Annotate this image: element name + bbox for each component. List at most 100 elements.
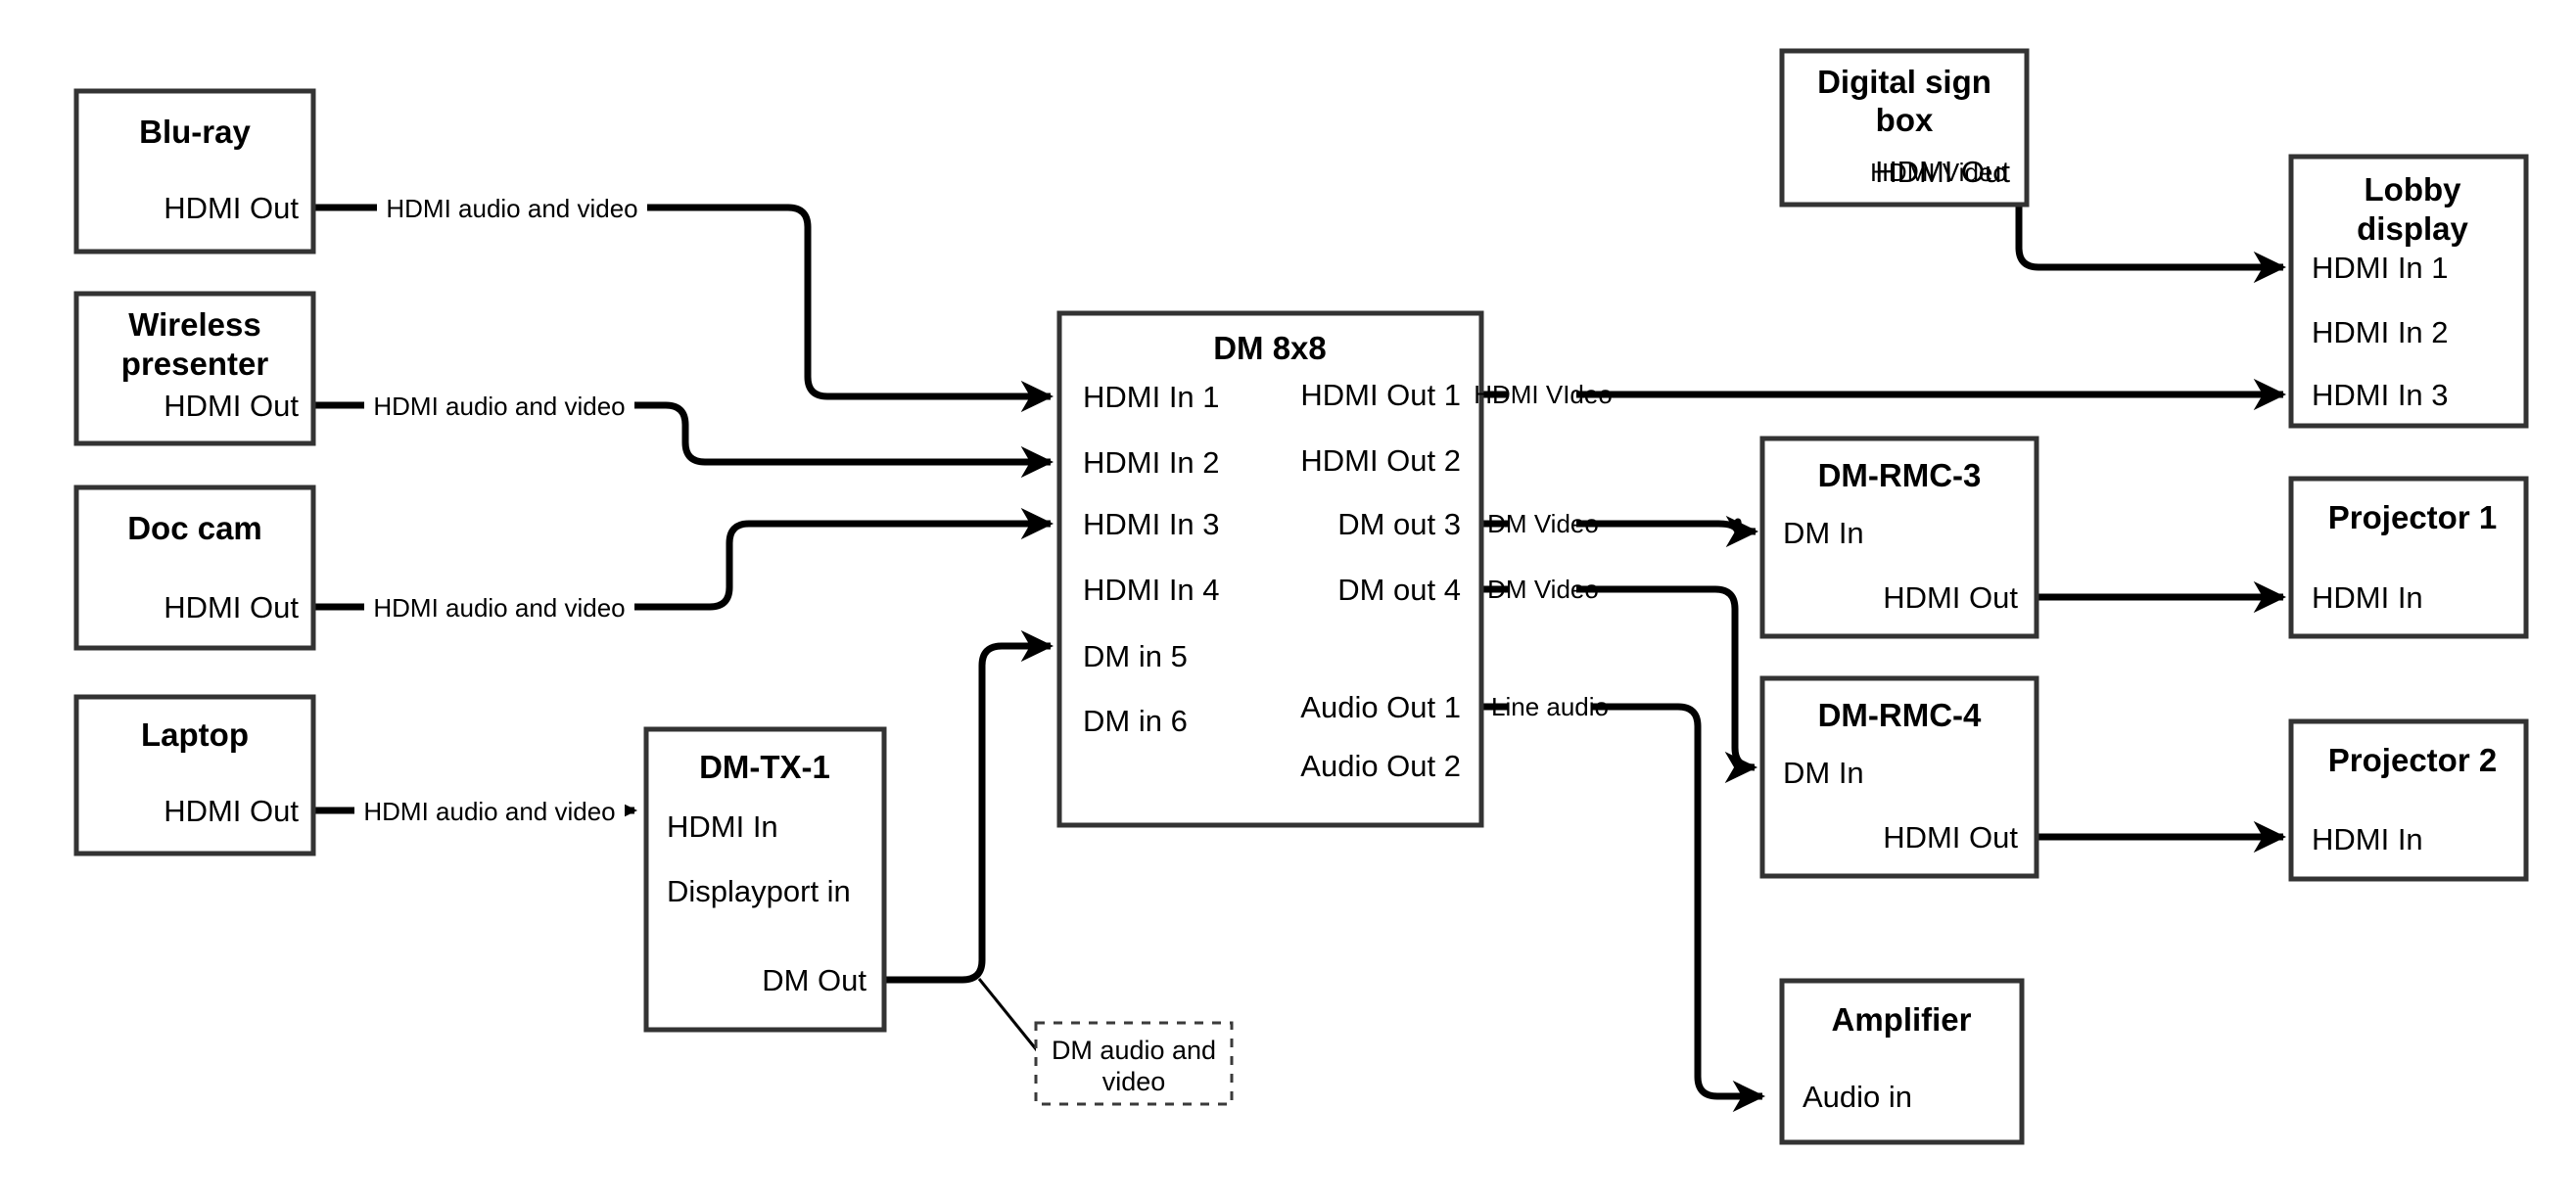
dm-rmc-4-port-hdmi-out: HDMI Out [1883,820,2018,855]
dm-tx-1-port-dm-out: DM Out [762,963,866,997]
dm-8x8-output-hdmi-out-2: HDMI Out 2 [1300,443,1461,478]
dm-8x8-input-hdmi-in-4: HDMI In 4 [1083,573,1220,607]
lobby-display-box[interactable] [2288,154,2529,429]
device-bluray[interactable]: Blu-ray HDMI Out [73,88,316,254]
edge-label-layer: HDMI audio and video HDMI audio and vide… [354,158,2007,828]
callout-leader-line [977,978,1043,1056]
digital-sign-box-title-line1: Digital sign [1817,64,1991,100]
edge-label-bluray: HDMI audio and video [377,190,647,225]
bluray-box[interactable] [73,88,316,254]
device-projector-1[interactable]: Projector 1 HDMI In [2288,476,2529,639]
dm-tx-1-port-hdmi-in: HDMI In [667,809,778,844]
device-dm-8x8[interactable]: DM 8x8 HDMI In 1 HDMI In 2 HDMI In 3 HDM… [1056,310,1484,828]
digital-sign-box-box[interactable] [1779,48,2030,208]
lobby-display-port-hdmi-in-1: HDMI In 1 [2312,251,2449,285]
dm-rmc-3-box[interactable] [1759,436,2039,639]
wireless-presenter-box[interactable] [73,291,316,446]
dm-8x8-input-hdmi-in-3: HDMI In 3 [1083,507,1220,541]
doc-cam-port-hdmi-out: HDMI Out [164,590,299,624]
projector-1-box[interactable] [2288,476,2529,639]
edge-label-wireless: HDMI audio and video [364,388,634,423]
dm-rmc-3-port-dm-in: DM In [1783,516,1864,550]
edge-label-dm-audio1-amp: Line audio [1491,692,1609,721]
edge-label-dm-out3-rmc3: DM Video [1487,509,1599,538]
dm-8x8-output-audio-out-1: Audio Out 1 [1300,690,1461,724]
device-wireless-presenter[interactable]: Wireless presenter HDMI Out [73,291,316,446]
dm-8x8-input-hdmi-in-2: HDMI In 2 [1083,445,1220,480]
laptop-title: Laptop [141,716,249,753]
dm-rmc-4-box[interactable] [1759,675,2039,879]
edge-label-dm-hdmiout1-lobby: HDMI VIdeo [1474,380,1613,409]
link-wireless-to-dm8x8 [313,401,1054,479]
link-dmtx1-to-dm8x8 [884,629,1054,984]
wireless-presenter-port-hdmi-out: HDMI Out [164,389,299,423]
wireless-presenter-title-line1: Wireless [128,306,260,343]
dm-tx-1-port-displayport-in: Displayport in [667,874,851,908]
bluray-port-hdmi-out: HDMI Out [164,191,299,225]
digital-sign-box-port-hdmi-out: HDMI Out [1875,155,2010,189]
edge-label-laptop-text: HDMI audio and video [363,797,615,826]
edge-label-dm-out4-rmc4: DM Video [1487,575,1599,604]
amplifier-title: Amplifier [1831,1001,1971,1038]
wireless-presenter-title-line2: presenter [121,346,269,382]
callout-box [1034,1021,1234,1106]
device-digital-sign-box[interactable]: Digital sign box HDMI Out [1779,48,2030,208]
device-doc-cam[interactable]: Doc cam HDMI Out [73,485,316,651]
lobby-display-title-line1: Lobby [2365,171,2462,208]
dm-8x8-input-dm-in-5: DM in 5 [1083,639,1188,673]
callout-text-line2: video [1102,1067,1166,1096]
doc-cam-title: Doc cam [127,510,262,546]
link-dm8x8-audioout1-to-amplifier [1481,703,1762,1096]
connection-layer [313,168,2283,1096]
dm-8x8-output-audio-out-2: Audio Out 2 [1300,749,1461,783]
callout-text-line1: DM audio and [1052,1036,1216,1065]
doc-cam-box[interactable] [73,485,316,651]
dm-rmc-3-port-hdmi-out: HDMI Out [1883,580,2018,615]
link-dm8x8-dmout4-to-rmc4 [1481,585,1755,767]
dm-8x8-box[interactable] [1056,310,1484,828]
dm-8x8-title: DM 8x8 [1213,330,1327,366]
laptop-box[interactable] [73,694,316,856]
laptop-port-hdmi-out: HDMI Out [164,794,299,828]
edge-label-bluray-text: HDMI audio and video [386,194,637,223]
callout-dm-audio-and-video: DM audio and video [1034,1021,1234,1106]
dm-8x8-output-dm-out-4: DM out 4 [1337,573,1461,607]
edge-label-wireless-text: HDMI audio and video [373,392,625,421]
device-dm-rmc-4[interactable]: DM-RMC-4 DM In HDMI Out [1759,675,2039,879]
edge-label-doccam: HDMI audio and video [364,589,634,624]
projector-2-title: Projector 2 [2328,742,2497,778]
device-dm-rmc-3[interactable]: DM-RMC-3 DM In HDMI Out [1759,436,2039,639]
dm-tx-1-title: DM-TX-1 [699,749,830,785]
bluray-title: Blu-ray [139,114,251,150]
digital-sign-box-title-line2: box [1876,102,1934,138]
device-projector-2[interactable]: Projector 2 HDMI In [2288,718,2529,882]
device-laptop[interactable]: Laptop HDMI Out [73,694,316,856]
link-dm8x8-dmout3-to-rmc3 [1481,522,1756,533]
amplifier-box[interactable] [1779,978,2025,1145]
dm-rmc-4-port-dm-in: DM In [1783,756,1864,790]
device-dm-tx-1[interactable]: DM-TX-1 HDMI In Displayport in DM Out [643,726,887,1033]
link-doccam-to-dm8x8 [313,507,1054,611]
projector-2-port-hdmi-in: HDMI In [2312,822,2423,856]
projector-1-port-hdmi-in: HDMI In [2312,580,2423,615]
dm-tx-1-box[interactable] [643,726,887,1033]
dm-rmc-4-title: DM-RMC-4 [1818,697,1982,733]
lobby-display-title-line2: display [2357,210,2468,247]
dm-8x8-output-dm-out-3: DM out 3 [1337,507,1461,541]
edge-label-signbox-lobby: HDMI Video [1870,158,2007,187]
lobby-display-port-hdmi-in-3: HDMI In 3 [2312,378,2449,412]
dm-8x8-input-dm-in-6: DM in 6 [1083,704,1188,738]
device-amplifier[interactable]: Amplifier Audio in [1779,978,2025,1145]
edge-label-laptop: HDMI audio and video [354,793,625,828]
link-bluray-to-dm8x8 [313,204,1054,413]
dm-rmc-3-title: DM-RMC-3 [1818,457,1982,493]
projector-2-box[interactable] [2288,718,2529,882]
amplifier-port-audio-in: Audio in [1803,1080,1912,1114]
device-lobby-display[interactable]: Lobby display HDMI In 1 HDMI In 2 HDMI I… [2288,154,2529,429]
edge-label-doccam-text: HDMI audio and video [373,593,625,623]
lobby-display-port-hdmi-in-2: HDMI In 2 [2312,315,2449,349]
dm-8x8-input-hdmi-in-1: HDMI In 1 [1083,380,1220,414]
projector-1-title: Projector 1 [2328,499,2497,535]
